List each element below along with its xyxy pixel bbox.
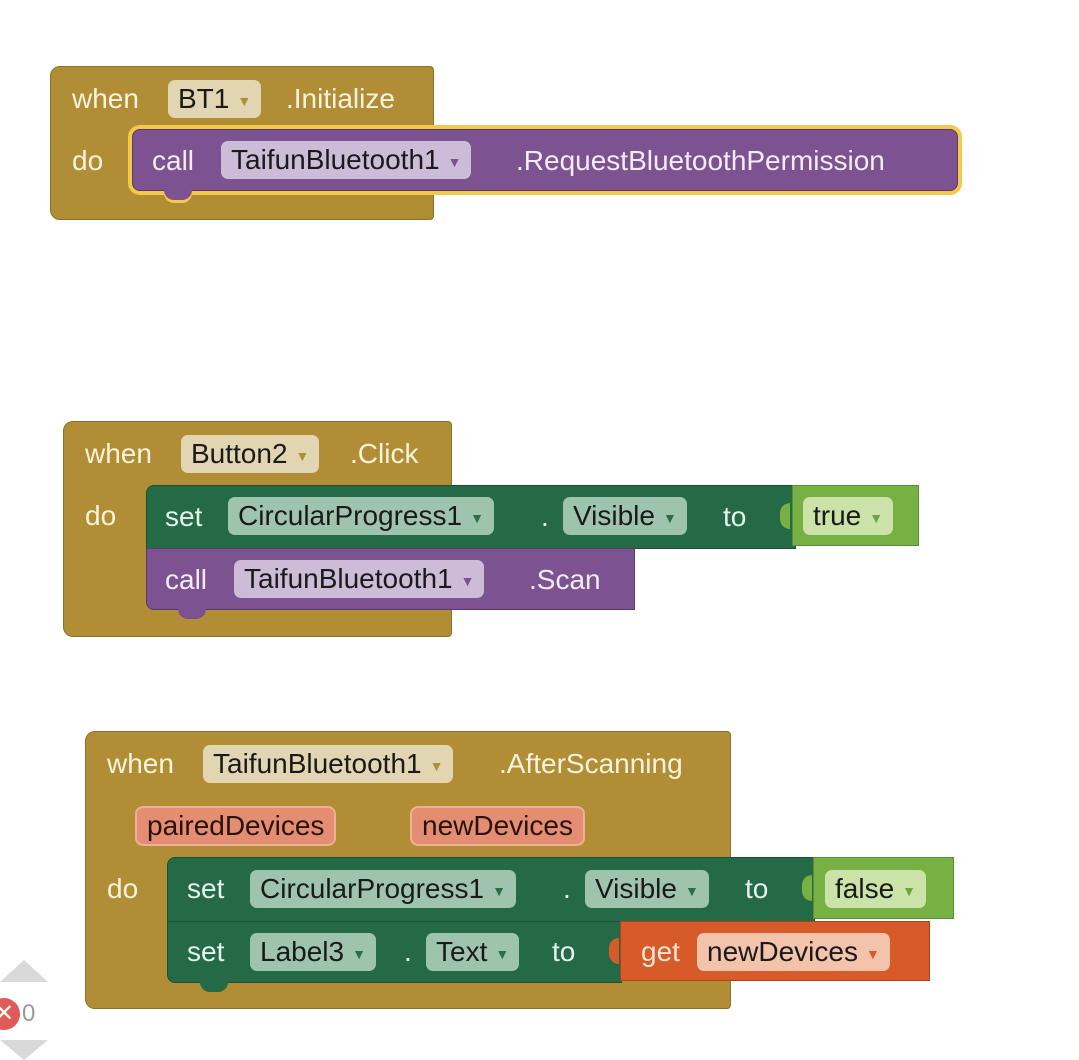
dropdown-arrow-icon: ▼ (865, 945, 880, 962)
when-label: when (107, 748, 174, 779)
dropdown-arrow-icon: ▼ (492, 882, 506, 899)
set-text-block[interactable] (167, 921, 622, 983)
component-dropdown[interactable]: TaifunBluetooth1 ▼ (203, 745, 454, 783)
component-dropdown[interactable]: CircularProgress1 ▼ (250, 870, 516, 908)
component-name: CircularProgress1 (260, 873, 485, 904)
do-label: do (107, 873, 139, 904)
dropdown-arrow-icon: ▼ (470, 509, 484, 526)
dropdown-arrow-icon: ▼ (460, 572, 475, 589)
component-name: BT1 (178, 83, 230, 114)
do-label: do (72, 145, 104, 176)
component-dropdown[interactable]: TaifunBluetooth1 ▼ (221, 141, 472, 179)
puzzle-plug (609, 938, 619, 964)
warning-toggle-up-icon[interactable] (0, 960, 48, 982)
dropdown-arrow-icon: ▼ (429, 757, 444, 774)
set-keyword: set (187, 936, 225, 967)
call-keyword: call (165, 564, 208, 595)
property-name: Visible (595, 873, 677, 904)
dropdown-arrow-icon: ▼ (295, 447, 310, 464)
component-dropdown[interactable]: TaifunBluetooth1 ▼ (234, 560, 485, 598)
property-name: Visible (573, 500, 655, 531)
warning-toggle-down-icon[interactable] (0, 1040, 48, 1060)
block-notch (178, 609, 206, 619)
component-name: CircularProgress1 (238, 500, 463, 531)
to-label: to (745, 873, 769, 904)
component-dropdown[interactable]: Button2 ▼ (181, 435, 320, 473)
component-name: Button2 (191, 438, 288, 469)
dropdown-arrow-icon: ▼ (352, 945, 366, 962)
event-name: .Click (350, 438, 419, 469)
component-name: TaifunBluetooth1 (244, 563, 453, 594)
component-name: TaifunBluetooth1 (213, 748, 422, 779)
dropdown-arrow-icon: ▼ (237, 92, 252, 109)
dot-separator: . (563, 873, 571, 904)
boolean-value: true (813, 500, 862, 531)
method-name: .Scan (529, 564, 601, 595)
method-name: .RequestBluetoothPermission (516, 145, 885, 176)
error-count: 0 (22, 1000, 36, 1027)
component-name: TaifunBluetooth1 (231, 144, 440, 175)
dot-separator: . (541, 501, 549, 532)
boolean-dropdown[interactable]: true ▼ (803, 497, 894, 535)
block-notch (164, 190, 192, 200)
call-keyword: call (152, 145, 195, 176)
boolean-value: false (835, 873, 895, 904)
component-dropdown[interactable]: CircularProgress1 ▼ (228, 497, 494, 535)
dropdown-arrow-icon: ▼ (684, 882, 699, 899)
dropdown-arrow-icon: ▼ (662, 509, 677, 526)
property-name: Text (436, 936, 488, 967)
set-keyword: set (165, 501, 203, 532)
set-keyword: set (187, 873, 225, 904)
puzzle-plug (780, 503, 790, 529)
boolean-dropdown[interactable]: false ▼ (825, 870, 927, 908)
to-label: to (723, 501, 747, 532)
variable-dropdown[interactable]: newDevices ▼ (697, 933, 890, 971)
puzzle-plug (802, 875, 812, 901)
variable-name: newDevices (707, 936, 858, 967)
do-label: do (85, 500, 117, 531)
to-label: to (552, 936, 576, 967)
component-dropdown[interactable]: Label3 ▼ (250, 933, 376, 971)
when-label: when (72, 83, 139, 114)
dropdown-arrow-icon: ▼ (495, 945, 510, 962)
when-label: when (85, 438, 152, 469)
param-paired-devices[interactable]: pairedDevices (135, 806, 337, 846)
property-dropdown[interactable]: Visible ▼ (585, 870, 709, 908)
dropdown-arrow-icon: ▼ (869, 509, 884, 526)
event-name: .Initialize (286, 83, 395, 114)
event-name: .AfterScanning (499, 748, 683, 779)
dropdown-arrow-icon: ▼ (902, 882, 917, 899)
component-dropdown[interactable]: BT1 ▼ (168, 80, 262, 118)
property-dropdown[interactable]: Text ▼ (426, 933, 520, 971)
dot-separator: . (404, 936, 412, 967)
property-dropdown[interactable]: Visible ▼ (563, 497, 687, 535)
get-keyword: get (641, 936, 680, 967)
error-icon[interactable]: ✕ (0, 998, 20, 1030)
dropdown-arrow-icon: ▼ (447, 153, 462, 170)
block-notch (200, 982, 228, 992)
component-name: Label3 (260, 936, 345, 967)
param-new-devices[interactable]: newDevices (410, 806, 585, 846)
